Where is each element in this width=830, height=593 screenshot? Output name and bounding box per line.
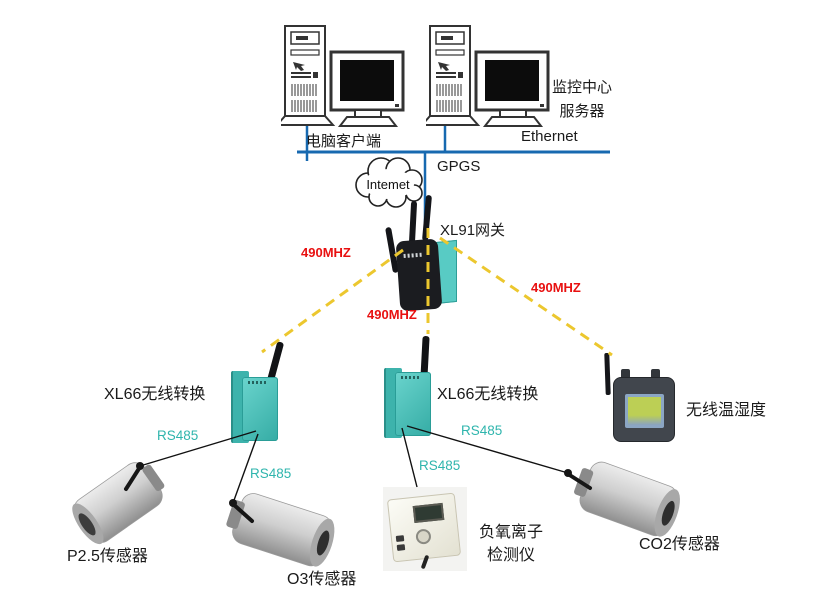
converter-terminal bbox=[417, 376, 419, 379]
freq-label-right: 490MHZ bbox=[531, 280, 581, 295]
freq-label-left: 490MHZ bbox=[301, 245, 351, 260]
converter-terminal bbox=[401, 376, 403, 379]
converter-terminal bbox=[260, 381, 262, 384]
rs485-label-o3: RS485 bbox=[250, 466, 292, 481]
converter-left-label: XL66无线转换 bbox=[104, 386, 206, 403]
temp-humidity-label: 无线温湿度 bbox=[686, 402, 767, 419]
converter-terminal bbox=[248, 381, 250, 384]
xl66-converter-left bbox=[225, 335, 303, 447]
temp-humidity-antenna-icon bbox=[604, 352, 611, 396]
internet-cloud-icon: Intemet bbox=[348, 155, 428, 211]
server-computer-icon bbox=[419, 20, 551, 134]
converter-terminal bbox=[413, 376, 415, 379]
desktop-computer-graphic bbox=[274, 25, 405, 127]
mount-tab bbox=[651, 369, 660, 379]
converter-terminal bbox=[405, 376, 407, 379]
temp-humidity-body bbox=[613, 377, 675, 442]
pm25-sensor-device bbox=[64, 450, 174, 550]
converter-middle-label: XL66无线转换 bbox=[437, 386, 539, 403]
rs485-lines bbox=[139, 425, 569, 504]
server-label-line2: 服务器 bbox=[559, 103, 605, 120]
ion-label-line2: 检测仪 bbox=[486, 547, 535, 564]
gateway-antenna-icon bbox=[422, 194, 432, 242]
ion-detector-body bbox=[386, 492, 462, 563]
gateway-device bbox=[383, 193, 467, 320]
gpgs-label: GPGS bbox=[437, 158, 481, 175]
pm25-label: P2.5传感器 bbox=[67, 548, 148, 565]
mount-tab bbox=[621, 369, 630, 379]
converter-terminal bbox=[256, 381, 258, 384]
ion-label: 负氧离子 检测仪 bbox=[470, 521, 552, 567]
rs485-label-pm25: RS485 bbox=[157, 428, 199, 443]
ion-detector-knob bbox=[415, 528, 432, 545]
gateway-led bbox=[403, 253, 406, 259]
freq-label-middle: 490MHZ bbox=[367, 307, 417, 322]
antenna-tips bbox=[136, 462, 572, 507]
temp-humidity-screen bbox=[625, 394, 664, 428]
gateway-body bbox=[395, 238, 443, 312]
ion-detector-device bbox=[383, 487, 467, 571]
converter-terminal bbox=[264, 381, 266, 384]
o3-label: O3传感器 bbox=[287, 571, 357, 588]
ion-detector-screen bbox=[412, 502, 445, 523]
ion-label-line1: 负氧离子 bbox=[478, 524, 543, 541]
rs485-label-ion: RS485 bbox=[419, 458, 461, 473]
lcd-display bbox=[628, 397, 661, 425]
desktop-computer-graphic bbox=[419, 25, 550, 127]
cloud-graphic: Intemet bbox=[355, 157, 423, 208]
ion-detector-port bbox=[396, 544, 406, 551]
co2-label: CO2传感器 bbox=[639, 536, 720, 553]
converter-body bbox=[242, 377, 278, 441]
server-label: 监控中心 服务器 bbox=[543, 76, 621, 124]
client-computer-label: 电脑客户端 bbox=[306, 133, 382, 150]
cone-sensor-graphic bbox=[226, 493, 335, 567]
gateway-antenna-icon bbox=[408, 200, 418, 246]
ion-detector-port bbox=[395, 535, 405, 542]
gateway-led bbox=[407, 253, 410, 258]
server-label-line1: 监控中心 bbox=[551, 79, 612, 96]
rs485-label-co2: RS485 bbox=[461, 423, 503, 438]
gateway-led bbox=[411, 253, 414, 258]
converter-terminal bbox=[409, 376, 411, 379]
converter-body bbox=[395, 372, 431, 436]
temp-humidity-sensor-device bbox=[595, 348, 687, 446]
converter-terminal bbox=[252, 381, 254, 384]
gateway-label: XL91网关 bbox=[440, 222, 506, 239]
o3-sensor-device bbox=[215, 485, 350, 577]
gateway-led bbox=[419, 252, 422, 257]
ethernet-label: Ethernet bbox=[521, 128, 578, 145]
gateway-led bbox=[415, 253, 418, 258]
cone-sensor-graphic bbox=[72, 462, 165, 545]
sensor-antenna-stems bbox=[124, 465, 592, 523]
internet-label: Intemet bbox=[366, 177, 410, 192]
client-computer-icon bbox=[274, 20, 406, 134]
